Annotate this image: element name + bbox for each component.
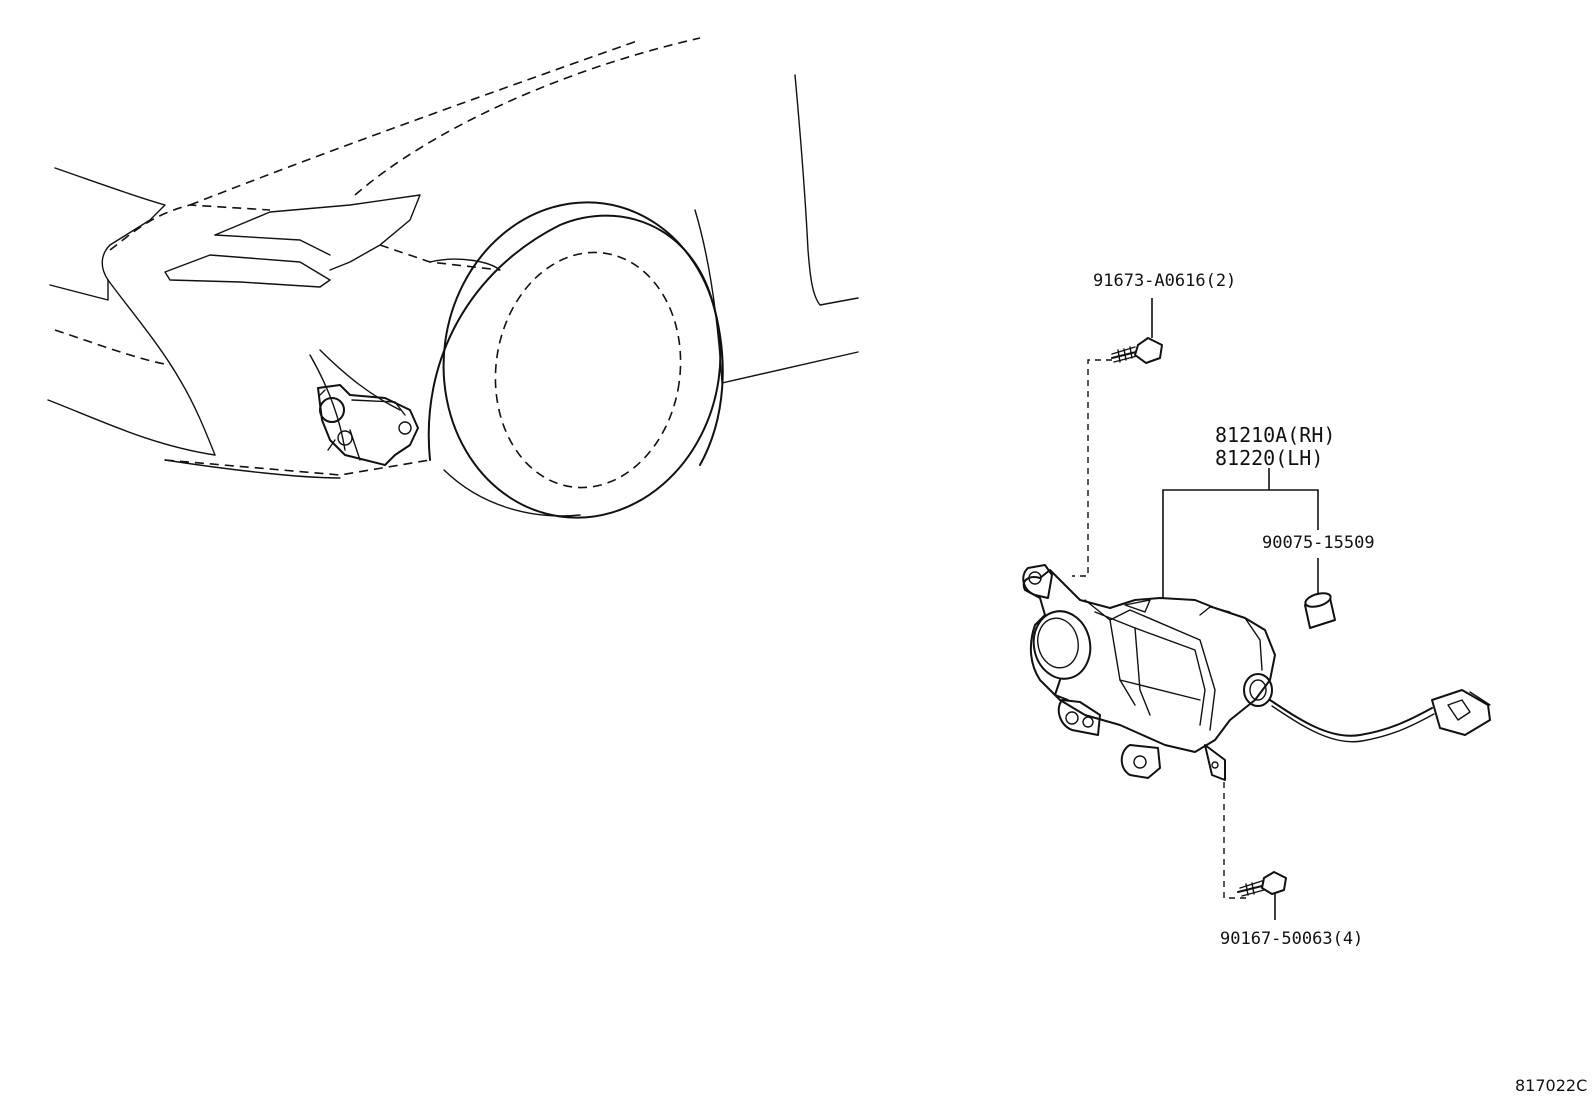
diagram-id: 817022C bbox=[1515, 1076, 1588, 1095]
callout-lamp-lh: 81220(LH) bbox=[1215, 446, 1324, 470]
cap-part bbox=[1304, 592, 1336, 629]
callout-screw-bottom: 90167-50063(4) bbox=[1220, 929, 1364, 949]
vehicle-outline bbox=[47, 37, 859, 519]
screw-bottom-part bbox=[1237, 871, 1287, 897]
callout-screw-top: 91673-A0616(2) bbox=[1093, 271, 1237, 291]
callout-cap: 90075-15509 bbox=[1262, 533, 1375, 553]
fog-lamp-assembly bbox=[1022, 564, 1491, 781]
screw-top-part bbox=[1111, 337, 1163, 364]
callout-lamp-rh: 81210A(RH) bbox=[1215, 423, 1336, 447]
leader-lines bbox=[1072, 298, 1319, 920]
fog-lamp-location bbox=[317, 384, 419, 466]
